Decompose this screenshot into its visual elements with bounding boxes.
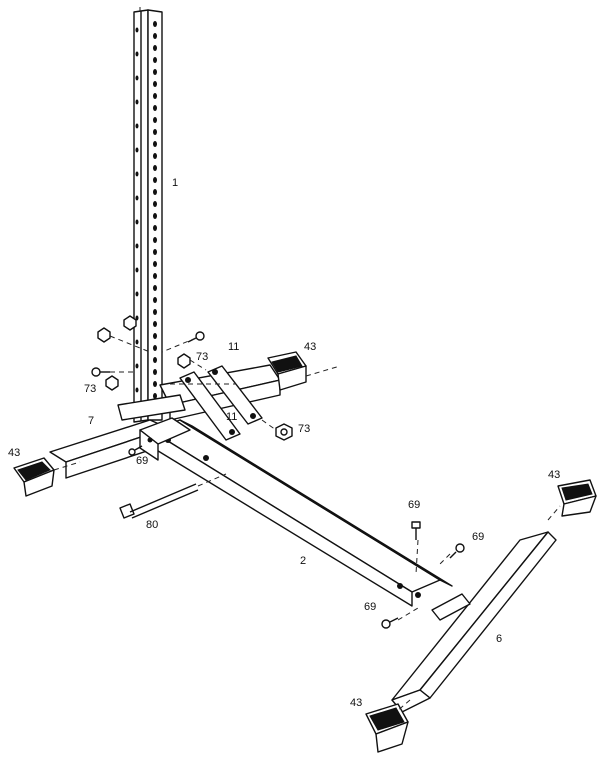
label-base-tube: 2	[300, 555, 306, 567]
upright-hole	[153, 369, 157, 375]
upright-hole	[135, 315, 139, 321]
label-brace-upper: 11	[228, 341, 239, 353]
base-tube	[149, 419, 453, 607]
label-long-bolt: 80	[146, 519, 158, 531]
upright-hole	[135, 243, 139, 249]
upright-hole	[153, 333, 157, 339]
label-bolt-d: 69	[364, 601, 376, 613]
upright-hole	[153, 321, 157, 327]
upright-hole	[135, 267, 139, 273]
label-front-crossbar: 7	[88, 415, 94, 427]
upright-hole	[153, 177, 157, 183]
label-end-cap-front: 43	[350, 697, 362, 709]
upright-hole	[153, 81, 157, 87]
base-bracket	[139, 417, 191, 461]
upright-hole	[153, 69, 157, 75]
label-bolt-a: 69	[136, 455, 148, 467]
label-nut-a: 73	[196, 351, 208, 363]
upright-hole	[153, 129, 157, 135]
upright-hole	[135, 171, 139, 177]
upright-hole	[153, 201, 157, 207]
upright-hole	[153, 225, 157, 231]
label-end-cap-back: 43	[304, 341, 316, 353]
upright-hole	[135, 123, 139, 129]
upright-hole	[153, 237, 157, 243]
upright-hole	[135, 387, 139, 393]
upright-hole	[135, 291, 139, 297]
upright-hole	[135, 99, 139, 105]
upright-hole	[153, 261, 157, 267]
brace-upper	[207, 365, 263, 425]
label-bolt-c: 69	[472, 531, 484, 543]
end-cap-back	[267, 351, 307, 391]
upright-hole	[135, 363, 139, 369]
end-cap-left	[13, 457, 55, 497]
assembly-guide-lines	[53, 4, 561, 713]
upright-hole	[153, 297, 157, 303]
label-nut-b: 73	[84, 383, 96, 395]
upright-hole	[153, 273, 157, 279]
callout-labels: 1 2 6 7 11 11 43 43 43 43 69 69 69 69 73…	[8, 177, 560, 709]
upright-hole	[153, 189, 157, 195]
label-brace-lower: 11	[226, 411, 237, 423]
upright-hole	[153, 45, 157, 51]
upright-hole	[153, 213, 157, 219]
upright-hole	[153, 153, 157, 159]
label-end-cap-right: 43	[548, 469, 560, 481]
upright-hole	[135, 339, 139, 345]
upright-hole	[153, 57, 157, 63]
upright-hole	[153, 285, 157, 291]
upright-hole	[153, 33, 157, 39]
upright-hole	[153, 309, 157, 315]
label-rear-crossbar: 6	[496, 633, 502, 645]
upright-hole	[153, 249, 157, 255]
upright-hole	[153, 105, 157, 111]
upright-hole	[153, 345, 157, 351]
upright-hole	[135, 75, 139, 81]
upright-hole	[153, 93, 157, 99]
nuts	[97, 315, 293, 441]
label-end-cap-left: 43	[8, 447, 20, 459]
long-bolt	[119, 483, 199, 519]
bolts	[91, 331, 465, 629]
brace-lower	[179, 371, 241, 441]
upright-hole	[153, 165, 157, 171]
upright-hole	[153, 381, 157, 387]
upright-hole	[135, 219, 139, 225]
label-upright: 1	[172, 177, 178, 189]
upright-hole	[153, 21, 157, 27]
upright-hole	[153, 357, 157, 363]
upright-hole	[153, 393, 157, 399]
upright-hole	[153, 117, 157, 123]
upright-post	[133, 9, 163, 423]
label-nut-c: 73	[298, 423, 310, 435]
label-bolt-b: 69	[408, 499, 420, 511]
upright-hole	[135, 147, 139, 153]
upright-hole	[135, 27, 139, 33]
end-cap-front	[365, 703, 409, 753]
end-cap-right	[557, 479, 597, 517]
upright-hole	[135, 195, 139, 201]
upright-hole	[135, 51, 139, 57]
rear-crossbar	[391, 531, 557, 713]
upright-hole	[153, 141, 157, 147]
